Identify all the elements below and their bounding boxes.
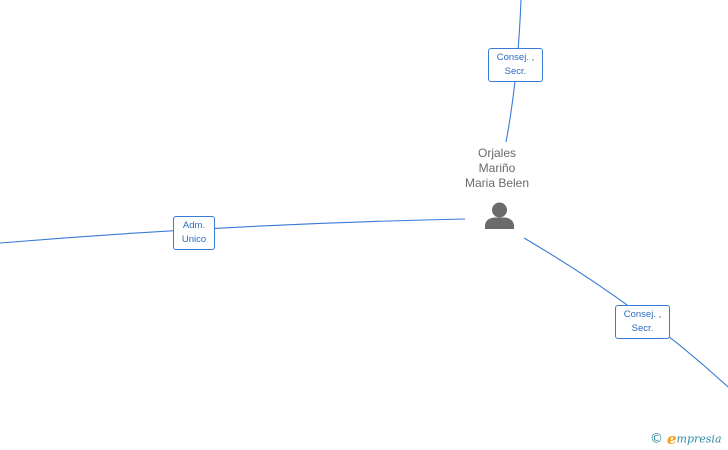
relation-label-left[interactable]: Adm. Unico [173,216,215,250]
relation-label-line: Consej. , [623,309,662,320]
empresia-watermark: ©empresia [650,430,722,448]
person-name-line: Orjales [477,146,516,160]
person-name-line: Mariño [478,161,516,175]
relation-label-line: Consej. , [496,52,535,63]
person-name-line: Maria Belen [464,176,530,190]
relation-label-line: Secr. [631,323,654,334]
person-name[interactable]: Orjales Mariño Maria Belen [437,146,557,191]
relation-label-bottom-right[interactable]: Consej. , Secr. [615,305,670,339]
copyright-icon: © [650,431,663,447]
relation-label-line: Adm. [182,220,206,231]
edge-left [0,218,466,244]
brand-name: mpresia [676,432,722,446]
brand-initial: e [667,430,677,448]
person-silhouette-icon[interactable] [484,201,515,230]
relation-label-top[interactable]: Consej. , Secr. [488,48,543,82]
relation-label-line: Secr. [504,66,527,77]
relation-label-line: Unico [181,234,207,245]
